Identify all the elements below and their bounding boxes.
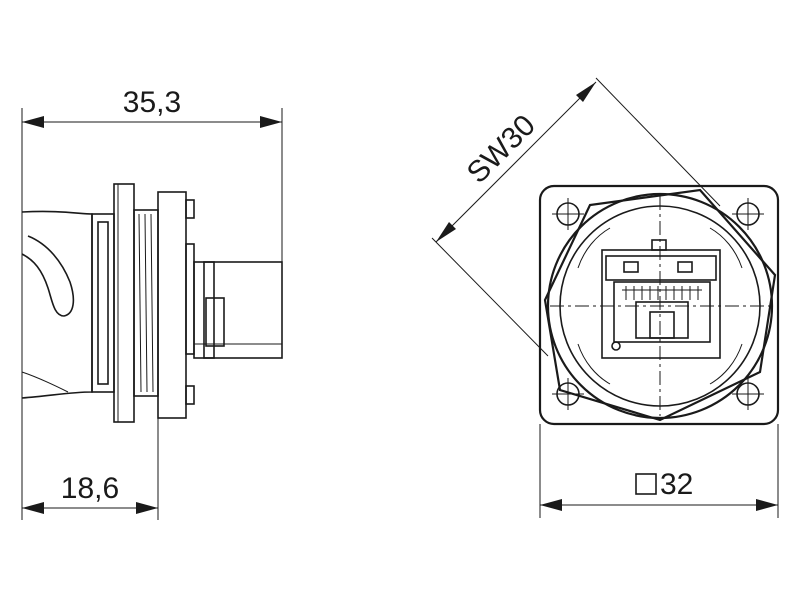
- square-flange: [538, 184, 780, 426]
- front-view: SW30 32: [431, 77, 780, 518]
- dimension-square-size: 32: [660, 468, 693, 501]
- body-ring-inner: [97, 221, 109, 385]
- rj45-marker-dot: [611, 341, 621, 351]
- corner-holes: [552, 198, 764, 410]
- rj45-socket-top: [605, 255, 717, 281]
- cable-strain-hook: [21, 235, 75, 317]
- extension-line-sw-bottom: [431, 237, 549, 357]
- arrow-left: [22, 116, 44, 128]
- arrow-sw-bottom: [436, 222, 456, 242]
- arrow-square-left: [540, 499, 562, 511]
- center-lines: [550, 196, 770, 416]
- rj45-contacts: [622, 286, 702, 300]
- flange-screw-top: [185, 199, 195, 219]
- housing-outer-ring: [546, 192, 774, 420]
- dimension-overall-length: 35,3: [123, 86, 181, 119]
- rj45-latch-slot: [635, 301, 689, 339]
- hole-centerlines: [552, 198, 764, 410]
- rj45-port-opening: [613, 281, 711, 343]
- dimension-wrench-size: SW30: [461, 109, 542, 190]
- square-symbol-icon: [635, 473, 657, 495]
- rj45-led-right: [677, 261, 693, 273]
- mounting-flange: [157, 191, 187, 419]
- arrow-sw-top: [576, 82, 596, 102]
- rj45-insert: [193, 261, 283, 359]
- cable-boot: [21, 210, 93, 399]
- flange-back-plate: [185, 243, 195, 355]
- rj45-led-left: [623, 261, 639, 273]
- side-view: 35,3 18,6: [21, 86, 283, 520]
- rj45-latch-tab: [649, 311, 675, 339]
- cable-boot-edge: [21, 371, 69, 393]
- housing-bayonet-marks: [577, 227, 743, 385]
- rj45-insert-step: [203, 261, 215, 359]
- dimension-line-sw: [435, 81, 597, 243]
- key-notch: [651, 239, 667, 251]
- arrow-right: [260, 116, 282, 128]
- flange-screw-bottom: [185, 385, 195, 405]
- extension-line-sw-top: [595, 77, 721, 207]
- arrow-right-flange: [136, 502, 158, 514]
- hex-nut-front: [543, 188, 777, 422]
- body-front-ring: [91, 213, 115, 393]
- rj45-latch: [205, 297, 225, 347]
- arrow-square-right: [756, 499, 778, 511]
- dimension-flange-length: 18,6: [61, 472, 119, 505]
- arrow-left-flange: [22, 502, 44, 514]
- thread-lines: [138, 213, 154, 393]
- hex-nut: [113, 183, 135, 423]
